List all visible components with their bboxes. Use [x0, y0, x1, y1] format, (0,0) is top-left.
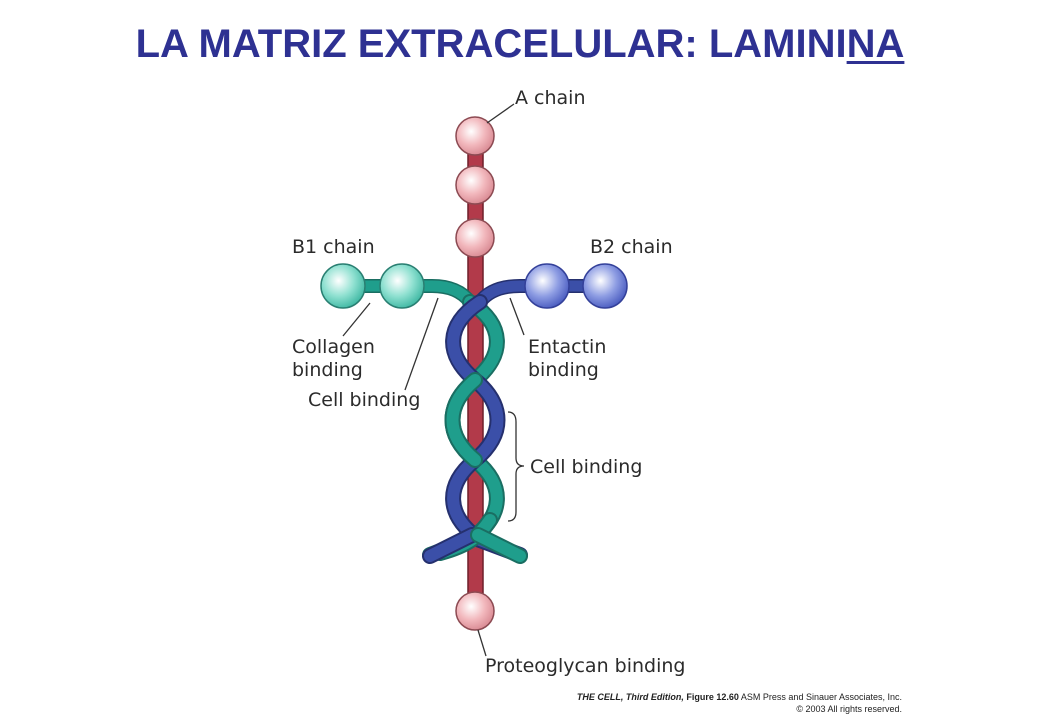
credit-book: THE CELL, Third Edition, [576, 692, 684, 702]
title-underlined: NA [846, 22, 905, 66]
entactin-binding-label-line1: Entactin [528, 336, 606, 358]
proteoglycan-binding-label: Proteoglycan binding [485, 655, 685, 677]
a-chain-domain-3 [455, 218, 495, 258]
credit-copyright: © 2003 All rights reserved. [796, 704, 902, 714]
collagen-binding-label-line2: binding [292, 359, 363, 381]
b1-chain-domain-1 [320, 263, 366, 309]
b2-chain-domain-1 [524, 263, 570, 309]
cell-binding-top-label: Cell binding [308, 389, 420, 411]
b1-chain-label: B1 chain [292, 236, 375, 258]
leader-lines [342, 103, 525, 657]
page-title: LA MATRIZ EXTRACELULAR: LAMININA [0, 22, 1040, 67]
a-chain-domain-2 [455, 165, 495, 205]
cell-binding-helix-label: Cell binding [530, 456, 642, 478]
title-main: LA MATRIZ EXTRACELULAR: LAMINI [135, 22, 847, 66]
a-chain-domain-bottom [455, 591, 495, 631]
b2-chain-domain-2 [582, 263, 628, 309]
credit-figure: Figure 12.60 [686, 692, 739, 702]
credit-publisher: ASM Press and Sinauer Associates, Inc. [740, 692, 902, 702]
coiled-coil-front [445, 294, 528, 563]
b1-chain-domain-2 [379, 263, 425, 309]
b2-chain-label: B2 chain [590, 236, 673, 258]
entactin-binding-label-line2: binding [528, 359, 599, 381]
coiled-coil-tails [422, 527, 528, 564]
figure-credit: THE CELL, Third Edition, Figure 12.60 AS… [577, 691, 902, 715]
collagen-binding-label-line1: Collagen [292, 336, 375, 358]
a-chain-domain-1 [455, 116, 495, 156]
a-chain-label: A chain [515, 87, 586, 109]
